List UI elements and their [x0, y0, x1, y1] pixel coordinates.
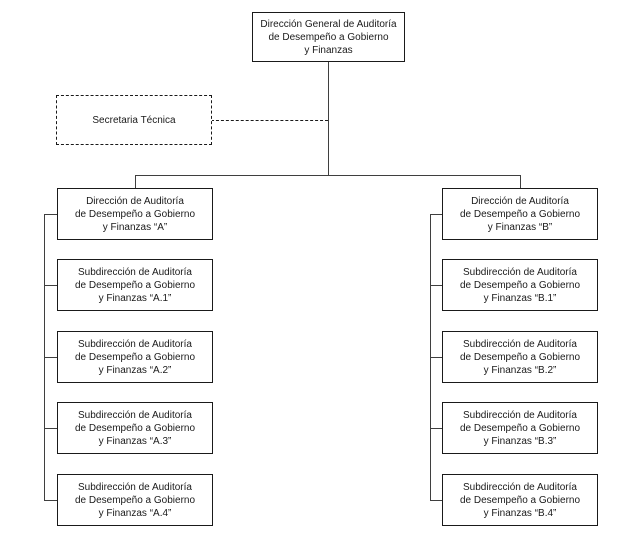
subdirection-b2-label: Subdirección de Auditoría de Desempeño a… [459, 338, 581, 376]
stub-a-director [44, 214, 57, 215]
subdirection-b2-box: Subdirección de Auditoría de Desempeño a… [442, 331, 598, 383]
connector-drop-a [135, 175, 136, 188]
root-box-label: Dirección General de Auditoría de Desemp… [260, 18, 397, 56]
stub-a1 [44, 285, 57, 286]
subdirection-a1-box: Subdirección de Auditoría de Desempeño a… [57, 259, 213, 311]
direction-a-label: Dirección de Auditoría de Desempeño a Go… [74, 195, 196, 233]
subdirection-b3-label: Subdirección de Auditoría de Desempeño a… [459, 409, 581, 447]
stub-b1 [430, 285, 442, 286]
subdirection-a2-box: Subdirección de Auditoría de Desempeño a… [57, 331, 213, 383]
connector-drop-b [520, 175, 521, 188]
direction-b-box: Dirección de Auditoría de Desempeño a Go… [442, 188, 598, 240]
subdirection-b3-box: Subdirección de Auditoría de Desempeño a… [442, 402, 598, 454]
subdirection-a4-label: Subdirección de Auditoría de Desempeño a… [74, 481, 196, 519]
direction-b-label: Dirección de Auditoría de Desempeño a Go… [459, 195, 581, 233]
subdirection-a2-label: Subdirección de Auditoría de Desempeño a… [74, 338, 196, 376]
subdirection-b1-box: Subdirección de Auditoría de Desempeño a… [442, 259, 598, 311]
secretaria-box: Secretaria Técnica [56, 95, 212, 145]
subdirection-a3-label: Subdirección de Auditoría de Desempeño a… [74, 409, 196, 447]
subdirection-a1-label: Subdirección de Auditoría de Desempeño a… [74, 266, 196, 304]
stub-b4 [430, 500, 442, 501]
stub-a4 [44, 500, 57, 501]
stub-b2 [430, 357, 442, 358]
root-box: Dirección General de Auditoría de Desemp… [252, 12, 405, 62]
secretaria-box-label: Secretaria Técnica [92, 114, 176, 126]
subdirection-b1-label: Subdirección de Auditoría de Desempeño a… [459, 266, 581, 304]
connector-main-horizontal [135, 175, 521, 176]
subdirection-b4-label: Subdirección de Auditoría de Desempeño a… [459, 481, 581, 519]
subdirection-a3-box: Subdirección de Auditoría de Desempeño a… [57, 402, 213, 454]
subdirection-a4-box: Subdirección de Auditoría de Desempeño a… [57, 474, 213, 526]
connector-secretaria-dashed [211, 120, 328, 121]
stub-a3 [44, 428, 57, 429]
stub-b3 [430, 428, 442, 429]
subdirection-b4-box: Subdirección de Auditoría de Desempeño a… [442, 474, 598, 526]
connector-root-vertical [328, 62, 329, 175]
stub-a2 [44, 357, 57, 358]
direction-a-box: Dirección de Auditoría de Desempeño a Go… [57, 188, 213, 240]
stub-b-director [430, 214, 442, 215]
